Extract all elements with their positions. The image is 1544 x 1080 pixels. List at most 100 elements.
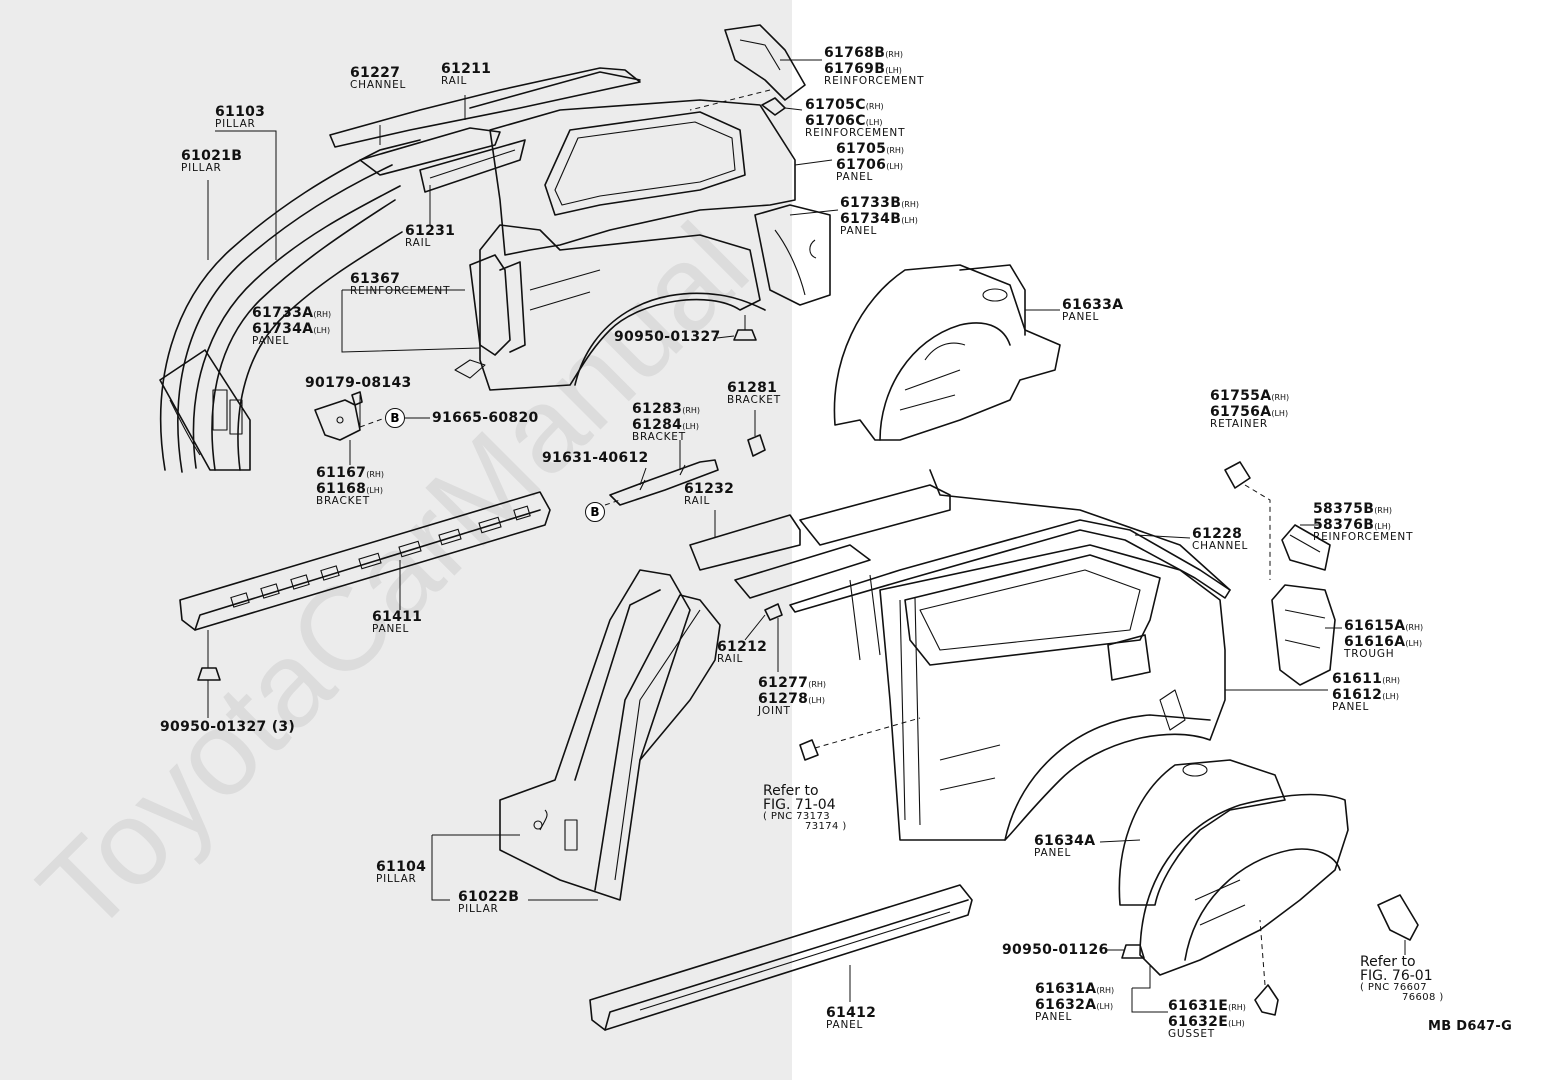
callout-61615a: 61615A(RH) 61616A(LH) TROUGH — [1344, 617, 1423, 660]
callout-61633a: 61633A PANEL — [1062, 298, 1123, 323]
part-number: 61768B — [824, 45, 886, 61]
part-number: 91665-60820 — [432, 410, 539, 426]
part-number: 61278 — [758, 691, 809, 707]
side-lh: (LH) — [1405, 639, 1423, 648]
callout-61212: 61212 RAIL — [717, 640, 767, 665]
part-number: 61734B — [840, 211, 902, 227]
part-desc: CHANNEL — [1192, 540, 1249, 552]
side-lh: (LH) — [1271, 409, 1289, 418]
side-rh: (RH) — [901, 200, 920, 209]
side-lh: (LH) — [1374, 522, 1391, 531]
part-number: 61705 — [836, 141, 887, 157]
side-lh: (LH) — [808, 696, 825, 705]
part-number: 61632E — [1168, 1014, 1229, 1030]
bracket-61167 — [314, 391, 386, 441]
part-number: 61281 — [727, 380, 778, 396]
callout-61211: 61211 RAIL — [441, 62, 491, 87]
side-lh: (LH) — [865, 118, 883, 127]
part-number: 61631E — [1168, 998, 1229, 1014]
side-rh: (RH) — [886, 146, 905, 155]
part-number: 61612 — [1332, 687, 1383, 703]
callout-b-circle: B — [385, 408, 405, 428]
callout-61611: 61611(RH) 61612(LH) PANEL — [1332, 670, 1400, 713]
callout-61705: 61705(RH) 61706(LH) PANEL — [836, 140, 904, 183]
part-desc: PILLAR — [458, 903, 499, 915]
callout-61733b: 61733B(RH) 61734B(LH) PANEL — [840, 194, 919, 237]
side-rh: (RH) — [366, 470, 385, 479]
refer-line2: FIG. 71-04 — [763, 797, 836, 813]
callout-b-circle-2: B — [585, 502, 605, 522]
callout-90950-01327: 90950-01327 — [614, 330, 721, 344]
bracket-61281 — [747, 410, 766, 457]
side-lh: (LH) — [682, 422, 699, 431]
part-number: 61734A — [252, 321, 314, 337]
part-number: 58375B — [1313, 501, 1375, 517]
part-number: 61168 — [316, 481, 367, 497]
side-lh: (LH) — [886, 162, 903, 171]
callout-61232: 61232 RAIL — [684, 482, 734, 507]
refer-line1: Refer to — [1360, 954, 1416, 970]
part-desc: BRACKET — [632, 431, 686, 443]
part-number: 61232 — [684, 481, 735, 497]
part-number: 61706C — [805, 113, 866, 129]
part-desc: GUSSET — [1168, 1028, 1215, 1040]
part-number: 61633A — [1062, 297, 1124, 313]
part-desc: REINFORCEMENT — [1313, 531, 1414, 543]
pnc-line2: 76608 ) — [1402, 992, 1444, 1003]
part-number: 90950-01327 (3) — [160, 719, 296, 735]
part-number: 61706 — [836, 157, 887, 173]
side-lh: (LH) — [1096, 1002, 1114, 1011]
wheelhouse-61633a — [833, 264, 1061, 441]
callout-61412: 61412 PANEL — [826, 1006, 876, 1031]
callout-61281: 61281 BRACKET — [727, 381, 781, 406]
refer-line1: Refer to — [763, 783, 819, 799]
pnc-line2: 73174 ) — [805, 821, 847, 832]
part-desc: PANEL — [836, 171, 874, 183]
part-number: 61104 — [376, 859, 427, 875]
side-rh: (RH) — [1374, 506, 1393, 515]
part-desc: RAIL — [405, 237, 432, 249]
part-desc: PILLAR — [181, 162, 222, 174]
part-desc: CHANNEL — [350, 79, 407, 91]
part-number: 61103 — [215, 104, 266, 120]
part-number: 61611 — [1332, 671, 1383, 687]
side-rh: (RH) — [1096, 986, 1115, 995]
part-number: 61167 — [316, 465, 367, 481]
part-number: 61756A — [1210, 404, 1272, 420]
part-number: 61632A — [1035, 997, 1097, 1013]
part-desc: RETAINER — [1210, 418, 1268, 430]
part-number: 61615A — [1344, 618, 1406, 634]
callout-90179-08143: 90179-08143 — [305, 376, 412, 390]
callout-61228: 61228 CHANNEL — [1192, 527, 1248, 552]
part-desc: PANEL — [372, 623, 410, 635]
wheelhouse-lower — [1118, 759, 1419, 1016]
part-desc: PANEL — [1062, 311, 1100, 323]
refer-line2: FIG. 76-01 — [1360, 968, 1433, 984]
callout-61411: 61411 PANEL — [372, 610, 422, 635]
part-number: 61211 — [441, 61, 492, 77]
part-desc: PANEL — [826, 1019, 864, 1031]
callout-61755a: 61755A(RH) 61756A(LH) RETAINER — [1210, 387, 1289, 430]
part-number: 61021B — [181, 148, 243, 164]
bracket-61283 — [604, 459, 719, 506]
part-number: 90950-01126 — [1002, 942, 1109, 958]
callout-61367: 61367 REINFORCEMENT — [350, 272, 450, 297]
pnc-line1: ( PNC 76607 — [1360, 982, 1427, 993]
part-desc: BRACKET — [727, 394, 781, 406]
side-rh: (RH) — [1405, 623, 1424, 632]
pnc-line1: ( PNC 73173 — [763, 811, 830, 822]
side-rh: (RH) — [1228, 1003, 1246, 1012]
callout-61733a: 61733A(RH) 61734A(LH) PANEL — [252, 304, 331, 347]
callout-61022b: 61022B PILLAR — [458, 890, 519, 915]
callout-61231: 61231 RAIL — [405, 224, 455, 249]
side-rh: (RH) — [682, 406, 701, 415]
part-number: 61631A — [1035, 981, 1097, 997]
part-desc: PILLAR — [215, 118, 256, 130]
callout-58375b: 58375B(RH) 58376B(LH) REINFORCEMENT — [1313, 500, 1413, 543]
side-rh: (RH) — [1382, 676, 1401, 685]
upper-inner-assembly — [159, 24, 831, 473]
part-desc: PILLAR — [376, 873, 417, 885]
side-rh: (RH) — [865, 102, 884, 111]
callout-61283: 61283(RH) 61284(LH) BRACKET — [632, 400, 700, 443]
